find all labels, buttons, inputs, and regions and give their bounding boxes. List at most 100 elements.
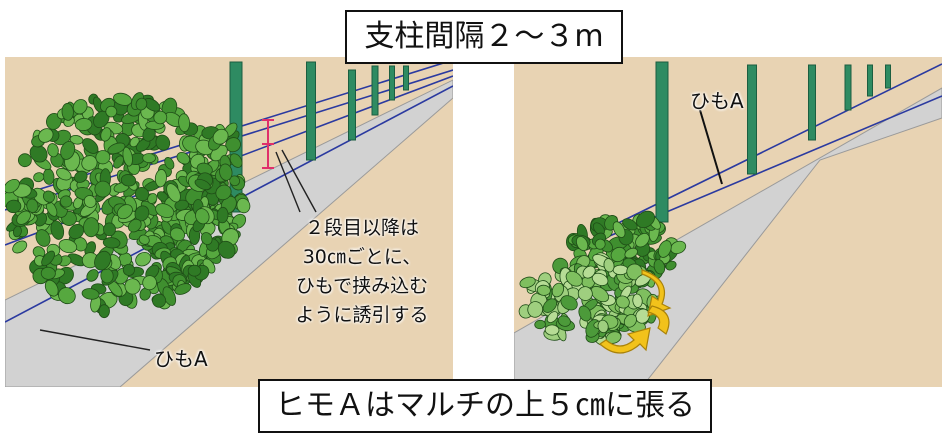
leaf xyxy=(575,236,589,252)
leaf xyxy=(58,287,76,305)
leaf xyxy=(536,284,551,296)
leaf xyxy=(603,258,615,273)
leaf xyxy=(135,251,152,267)
spacing-marker xyxy=(262,119,274,169)
leaf xyxy=(58,239,78,254)
leaf xyxy=(597,319,609,334)
post-spacing-title: 支柱間隔２～３m xyxy=(345,10,623,64)
leaf xyxy=(107,142,126,155)
leaf xyxy=(635,232,650,248)
leaf xyxy=(155,134,171,151)
leaf xyxy=(610,246,627,263)
leaf xyxy=(612,221,626,238)
instruction-line: ように誘引する xyxy=(295,304,429,326)
leaf xyxy=(98,304,110,319)
leaf xyxy=(169,227,186,242)
support-post xyxy=(867,64,873,97)
string-a-label-right: ひもA xyxy=(690,89,744,113)
leaf xyxy=(94,250,112,271)
tying-instruction: ２段目以降は 30㎝ごとに、 ひもで挟み込む ように誘引する xyxy=(264,214,460,330)
leaf xyxy=(81,288,100,300)
leaf xyxy=(560,295,578,311)
string-height-note: ヒモＡはマルチの上５㎝に張る xyxy=(258,379,712,433)
leaf xyxy=(164,157,175,170)
leaf xyxy=(153,110,168,125)
leaf xyxy=(29,144,48,163)
plant-foliage xyxy=(5,92,251,319)
leaf xyxy=(635,308,650,324)
string-a-label-left: ひもA xyxy=(154,347,208,371)
leaf xyxy=(82,138,99,154)
leaf xyxy=(60,140,76,160)
left-panel xyxy=(5,57,453,387)
instruction-line: ２段目以降は xyxy=(304,217,419,239)
leaf xyxy=(33,172,45,183)
leaf xyxy=(38,128,54,143)
leaf xyxy=(154,169,167,188)
instruction-line: 30㎝ごとに、 xyxy=(302,246,422,268)
leaf xyxy=(68,224,85,240)
leaf xyxy=(113,155,124,169)
support-post xyxy=(348,69,356,141)
leaf xyxy=(622,218,638,231)
leaf xyxy=(632,293,643,308)
leaf xyxy=(47,143,59,158)
leaf xyxy=(142,153,156,164)
leaf xyxy=(83,217,100,238)
leaf xyxy=(61,103,74,121)
leaf xyxy=(100,127,112,142)
leaf xyxy=(546,311,559,323)
support-posts xyxy=(655,61,891,223)
leaf xyxy=(50,220,65,240)
twist-arrows xyxy=(599,269,672,354)
leaf xyxy=(200,232,213,246)
leaf xyxy=(577,286,593,301)
leaf xyxy=(187,264,202,277)
support-post xyxy=(371,65,379,116)
leaf xyxy=(174,283,192,295)
leaf xyxy=(615,295,630,309)
leaf xyxy=(236,197,251,214)
support-post xyxy=(747,64,757,175)
support-post xyxy=(403,65,409,91)
leaf xyxy=(578,305,592,322)
leaf xyxy=(166,183,181,203)
leaf xyxy=(653,259,666,275)
leaf xyxy=(116,204,133,220)
leaf xyxy=(594,238,606,250)
leaf xyxy=(120,174,137,187)
leaf xyxy=(219,163,233,181)
leaf xyxy=(565,270,583,287)
leaf xyxy=(176,151,191,165)
leaf xyxy=(217,240,236,259)
leaf xyxy=(612,264,629,276)
leaf xyxy=(105,105,118,118)
leaf xyxy=(229,153,243,168)
leaf xyxy=(128,218,142,233)
leaf xyxy=(527,301,544,318)
leaf xyxy=(12,240,28,254)
leaf xyxy=(658,240,672,258)
support-post xyxy=(655,61,669,223)
right-panel xyxy=(514,57,942,387)
leaf xyxy=(557,315,571,327)
leaf xyxy=(83,195,97,208)
leaf xyxy=(152,293,167,308)
callout-leader-lines xyxy=(39,149,317,351)
leaf xyxy=(74,170,88,183)
support-post xyxy=(389,65,395,101)
leaf xyxy=(102,237,121,249)
leaf xyxy=(12,225,22,238)
leaf xyxy=(16,210,31,225)
leaf xyxy=(215,184,232,201)
leaf xyxy=(212,128,229,145)
leaf xyxy=(142,275,157,291)
leaf xyxy=(665,260,677,271)
leaf xyxy=(519,276,536,289)
leaf xyxy=(582,265,596,279)
leaf xyxy=(122,263,135,276)
leaf xyxy=(194,178,211,191)
leaf xyxy=(138,234,150,245)
leaf xyxy=(534,319,546,330)
